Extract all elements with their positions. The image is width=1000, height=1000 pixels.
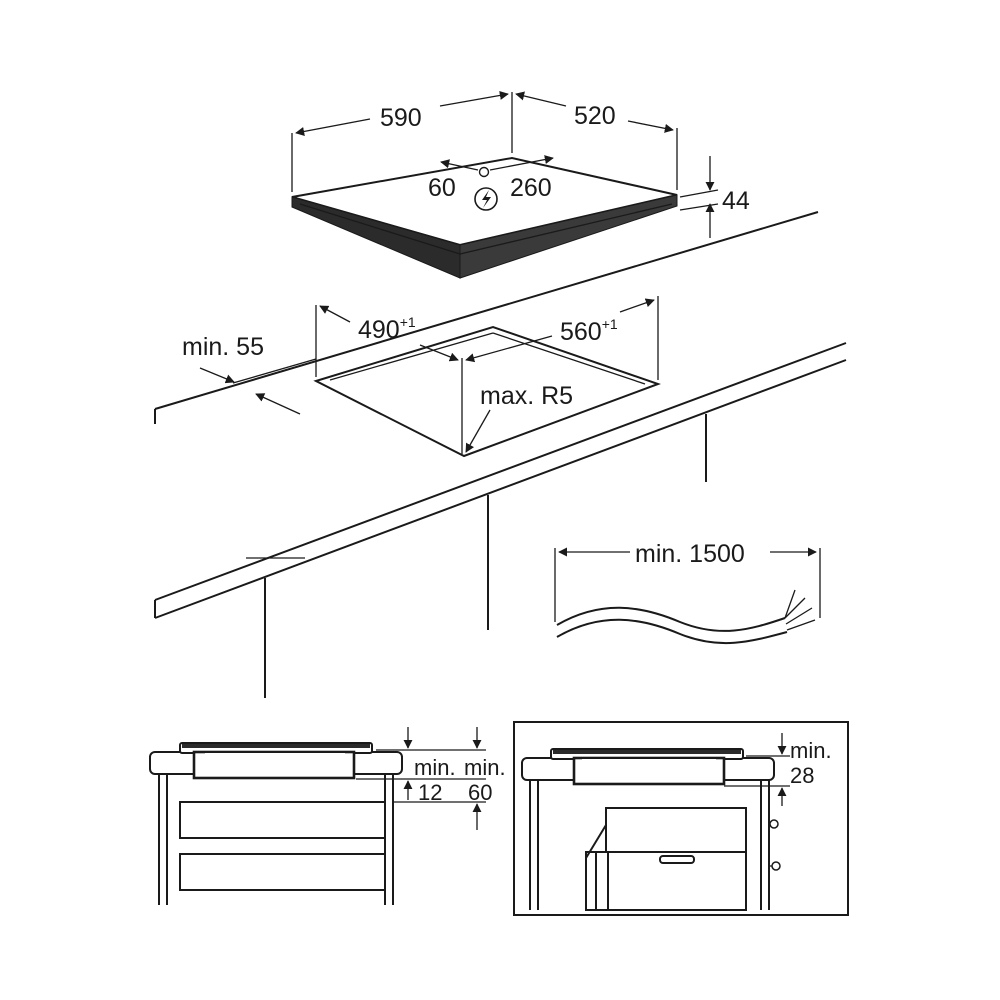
cutout-depth-dimension: 560+1	[465, 296, 659, 380]
cutout-width-tolerance: +1	[400, 314, 416, 330]
cutout-width-dimension: 490+1	[315, 305, 459, 377]
connection-offset-label: 60	[428, 174, 456, 202]
side-view-oven: min. 28	[513, 721, 849, 916]
hob-depth-label: 520	[574, 102, 616, 130]
side-left-min-b: min.	[464, 755, 506, 780]
edge-distance-dimension: min. 55	[182, 333, 317, 415]
side-right-min: min.	[790, 738, 832, 763]
hob-width-label: 590	[380, 104, 422, 132]
edge-distance-label: min. 55	[182, 333, 264, 361]
hob-width-dimension: 590	[291, 90, 513, 192]
hob-drawing	[291, 156, 678, 279]
cutout-width-value: 490	[358, 316, 400, 344]
cutout-depth-value: 560	[560, 318, 602, 346]
hob-height-dimension: 44	[679, 156, 750, 238]
corner-radius-dimension: max. R5	[461, 358, 573, 454]
hob-depth-dimension: 520	[515, 91, 678, 190]
side-left-min-a: min.	[414, 755, 456, 780]
side-view-drawers: min. 12 min. 60	[149, 727, 506, 905]
cutout-depth-label: 560+1	[560, 316, 618, 346]
cutout-width-label: 490+1	[358, 314, 416, 344]
connection-point-icon	[478, 166, 490, 178]
cable-drawing: min. 1500	[554, 540, 821, 645]
cutout-depth-tolerance: +1	[602, 316, 618, 332]
worktop-drawing	[154, 211, 847, 698]
connection-dimension: 60 260	[428, 155, 554, 211]
cutout-drawing	[313, 325, 661, 458]
connection-depth-label: 260	[510, 174, 552, 202]
hob-height-label: 44	[722, 187, 750, 215]
side-left-value-a: 12	[418, 780, 442, 805]
side-right-value: 28	[790, 763, 814, 788]
corner-radius-label: max. R5	[480, 382, 573, 410]
side-left-value-b: 60	[468, 780, 492, 805]
cable-length-label: min. 1500	[635, 540, 745, 568]
electrical-hazard-icon	[474, 187, 498, 211]
